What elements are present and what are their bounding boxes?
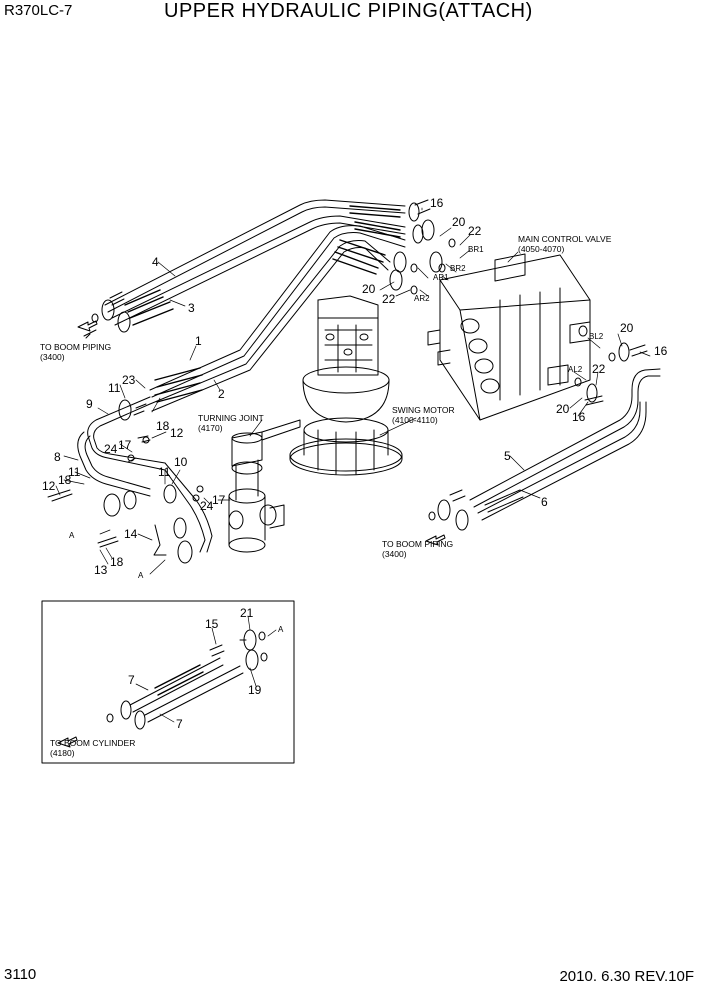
port-br2: BR2 bbox=[450, 264, 466, 273]
callout-20d: 20 bbox=[556, 402, 570, 416]
flanges-mcv bbox=[389, 199, 456, 295]
callout-numbers: 1 2 3 4 5 6 7 7 8 9 10 11 11 11 12 12 13… bbox=[42, 196, 668, 731]
callout-14: 14 bbox=[124, 527, 138, 541]
callout-18a: 18 bbox=[156, 419, 170, 433]
main-control-valve bbox=[427, 253, 591, 421]
callout-22c: 22 bbox=[592, 362, 606, 376]
hose-6 bbox=[477, 401, 647, 521]
callout-16c: 16 bbox=[572, 410, 586, 424]
callout-20a: 20 bbox=[452, 215, 466, 229]
label-main-control-valve: MAIN CONTROL VALVE bbox=[518, 234, 612, 244]
label-turning-joint-ref: (4170) bbox=[198, 423, 223, 433]
callout-6: 6 bbox=[541, 495, 548, 509]
label-main-control-valve-ref: (4050-4070) bbox=[518, 244, 564, 254]
label-to-boom-piping-left-ref: (3400) bbox=[40, 352, 65, 362]
callout-17b: 17 bbox=[212, 493, 226, 507]
label-to-boom-piping-right: TO BOOM PIPING bbox=[382, 539, 453, 549]
callout-24b: 24 bbox=[200, 499, 214, 513]
callout-a1: A bbox=[69, 531, 75, 540]
callout-21: 21 bbox=[240, 606, 254, 620]
port-bl2: BL2 bbox=[589, 332, 604, 341]
callout-20b: 20 bbox=[362, 282, 376, 296]
callout-19: 19 bbox=[248, 683, 262, 697]
callout-8: 8 bbox=[54, 450, 61, 464]
callout-18c: 18 bbox=[110, 555, 124, 569]
label-to-boom-piping-left: TO BOOM PIPING bbox=[40, 342, 111, 352]
callout-7b: 7 bbox=[176, 717, 183, 731]
label-turning-joint: TURNING JOINT bbox=[198, 413, 264, 423]
callout-5: 5 bbox=[504, 449, 511, 463]
callout-24a: 24 bbox=[104, 442, 118, 456]
callout-3: 3 bbox=[188, 301, 195, 315]
hose-4 bbox=[104, 199, 406, 313]
port-br1: BR1 bbox=[468, 245, 484, 254]
left-flanges bbox=[47, 399, 204, 564]
callout-11b: 11 bbox=[68, 465, 81, 479]
callout-11c: 11 bbox=[158, 465, 171, 479]
callout-1: 1 bbox=[195, 334, 202, 348]
callout-4: 4 bbox=[152, 255, 159, 269]
hose-3 bbox=[111, 215, 406, 326]
hose-5 bbox=[469, 368, 661, 508]
pipe-9 bbox=[87, 396, 166, 471]
inset-leaders bbox=[135, 615, 277, 723]
port-ar1: AR1 bbox=[433, 273, 449, 282]
callout-11a: 11 bbox=[108, 381, 121, 395]
callout-17a: 17 bbox=[118, 438, 132, 452]
callout-2: 2 bbox=[218, 387, 225, 401]
callout-10: 10 bbox=[174, 455, 188, 469]
label-to-boom-cylinder: TO BOOM CYLINDER bbox=[50, 738, 135, 748]
callout-23: 23 bbox=[122, 373, 136, 387]
callout-a3: A bbox=[278, 625, 284, 634]
label-to-boom-piping-right-ref: (3400) bbox=[382, 549, 407, 559]
port-al2: AL2 bbox=[568, 365, 583, 374]
page-number: 3110 bbox=[4, 966, 37, 983]
inset-frame bbox=[41, 600, 295, 764]
right-fittings bbox=[428, 342, 648, 531]
callout-12b: 12 bbox=[42, 479, 56, 493]
pipe-10 bbox=[164, 462, 213, 553]
callout-15: 15 bbox=[205, 617, 219, 631]
swing-motor bbox=[289, 295, 403, 476]
hose-crimps-top bbox=[124, 205, 401, 403]
callout-16a: 16 bbox=[430, 196, 444, 210]
label-to-boom-cylinder-ref: (4180) bbox=[50, 748, 75, 758]
callout-a2: A bbox=[138, 571, 144, 580]
turning-joint bbox=[228, 419, 301, 553]
callout-16b: 16 bbox=[654, 344, 668, 358]
leader-lines bbox=[55, 207, 651, 575]
port-ar2: AR2 bbox=[414, 294, 430, 303]
arrows bbox=[57, 320, 446, 748]
revision-date: 2010. 6.30 REV.10F bbox=[559, 968, 694, 985]
callout-7a: 7 bbox=[128, 673, 135, 687]
text-labels: TO BOOM PIPING (3400) TURNING JOINT (417… bbox=[40, 234, 612, 758]
callout-18b: 18 bbox=[58, 473, 72, 487]
label-swing-motor: SWING MOTOR bbox=[392, 405, 455, 415]
callout-9: 9 bbox=[86, 397, 93, 411]
pipe-8 bbox=[77, 431, 151, 497]
flanges-left-boom bbox=[83, 291, 131, 339]
hose-1 bbox=[149, 225, 406, 398]
callout-12a: 12 bbox=[170, 426, 184, 440]
label-swing-motor-ref: (4100-4110) bbox=[392, 415, 438, 425]
model-number: R370LC-7 bbox=[4, 2, 73, 19]
callout-13: 13 bbox=[94, 563, 108, 577]
callout-20c: 20 bbox=[620, 321, 634, 335]
callout-22b: 22 bbox=[382, 292, 396, 306]
inset-hoses bbox=[106, 629, 268, 730]
page-title: UPPER HYDRAULIC PIPING(ATTACH) bbox=[164, 0, 533, 22]
callout-22a: 22 bbox=[468, 224, 482, 238]
